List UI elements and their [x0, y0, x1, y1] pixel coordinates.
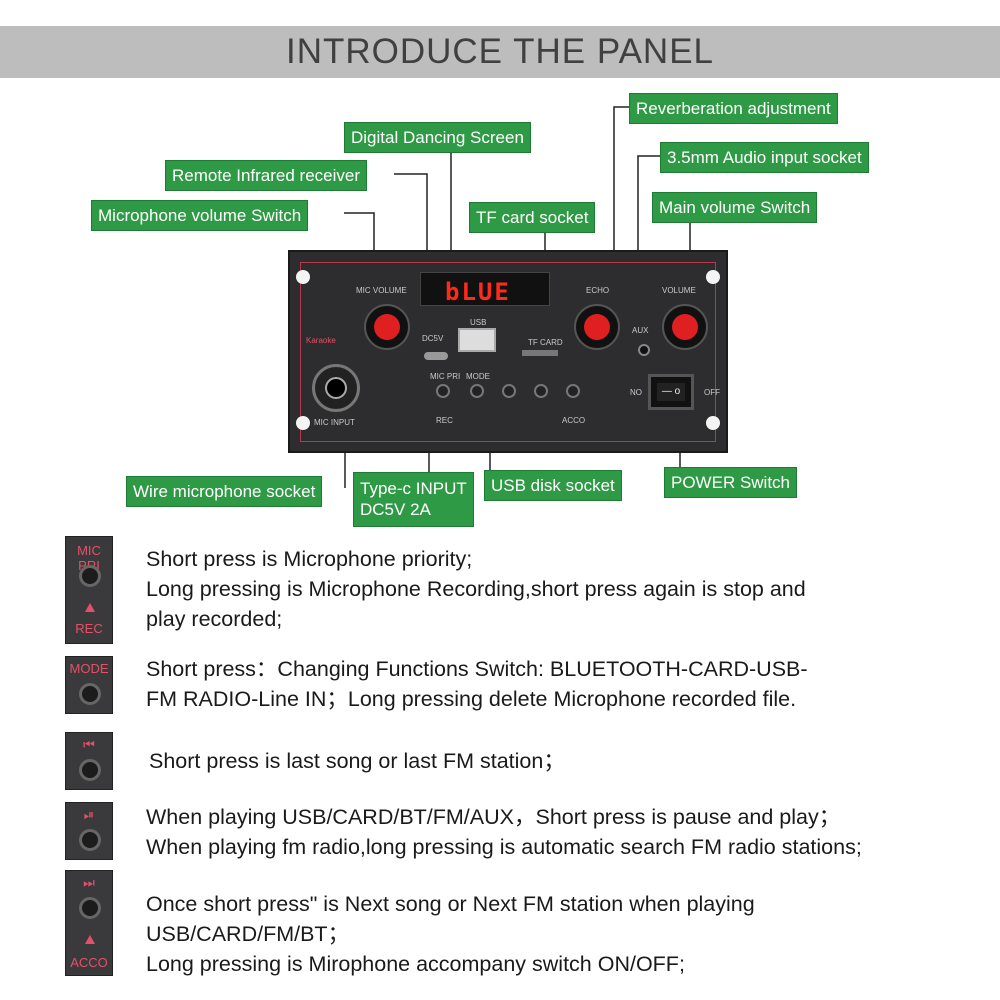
desc-line: play recorded;	[146, 607, 283, 631]
power-switch[interactable]: — o	[648, 374, 694, 410]
callout-typec-line1: Type-c INPUT	[360, 479, 467, 498]
mic-input-jack[interactable]	[312, 364, 360, 412]
icon-bottom-label: REC	[75, 621, 103, 636]
mode-label: MODE	[466, 372, 490, 381]
callout-audio-socket: 3.5mm Audio input socket	[660, 142, 869, 173]
callout-reverberation: Reverberation adjustment	[629, 93, 838, 124]
previous-icon: ⏮	[65, 732, 113, 790]
tf-card-slot[interactable]	[522, 350, 558, 356]
power-rocker: — o	[657, 383, 685, 401]
amplifier-panel: bLUE MIC VOLUME Karaoke DC5V USB TF CARD…	[288, 250, 728, 453]
mic-volume-knob[interactable]	[364, 304, 410, 350]
legend-desc-play-pause: When playing USB/CARD/BT/FM/AUX，Short pr…	[146, 802, 862, 862]
icon-bottom-label: ACCO	[70, 955, 108, 970]
header-banner: INTRODUCE THE PANEL	[0, 26, 1000, 78]
usb-label: USB	[470, 318, 487, 327]
usb-port[interactable]	[458, 328, 496, 352]
display-text: bLUE	[445, 278, 511, 306]
mount-hole	[296, 416, 310, 430]
callout-tf-socket: TF card socket	[469, 202, 596, 233]
icon-top-label: ⏮	[83, 737, 95, 752]
desc-line: Once short press" is Next song or Next F…	[146, 892, 755, 916]
legend-desc-next: Once short press" is Next song or Next F…	[146, 889, 755, 979]
desc-line: Short press is last song or last FM stat…	[149, 749, 565, 773]
legend-desc-mode: Short press：Changing Functions Switch: B…	[146, 654, 808, 714]
callout-wire-mic: Wire microphone socket	[126, 476, 323, 507]
desc-line: Short press is Microphone priority;	[146, 547, 473, 571]
mic-pri-rec-icon: MIC PRI REC	[65, 536, 113, 644]
karaoke-logo: Karaoke	[306, 336, 336, 345]
mount-hole	[706, 270, 720, 284]
mode-button[interactable]	[470, 384, 484, 398]
desc-line: USB/CARD/FM/BT；	[146, 922, 350, 946]
mode-icon: MODE	[65, 656, 113, 714]
mount-hole	[706, 416, 720, 430]
on-label: NO	[630, 388, 642, 397]
acco-label: ACCO	[562, 416, 586, 425]
desc-line: Long pressing is Microphone Recording,sh…	[146, 577, 806, 601]
panel-border	[300, 262, 716, 442]
next-acco-icon: ⏭ ACCO	[65, 870, 113, 976]
dc5v-label: DC5V	[422, 334, 444, 343]
led-display: bLUE	[420, 272, 550, 306]
callout-main-volume: Main volume Switch	[652, 192, 818, 223]
icon-top-label: ⏭	[83, 875, 95, 890]
tf-card-label: TF CARD	[528, 338, 563, 347]
play-pause-button[interactable]	[534, 384, 548, 398]
legend-desc-previous: Short press is last song or last FM stat…	[149, 746, 565, 776]
rec-label: REC	[436, 416, 453, 425]
callout-remote-ir: Remote Infrared receiver	[165, 160, 368, 191]
callout-typec-line2: DC5V 2A	[360, 500, 431, 520]
echo-label: ECHO	[586, 286, 610, 295]
callout-usb-disk: USB disk socket	[484, 470, 622, 501]
typec-port[interactable]	[424, 352, 448, 360]
callout-power-switch: POWER Switch	[664, 467, 798, 498]
aux-jack[interactable]	[638, 344, 650, 356]
play-pause-icon: ⏯	[65, 802, 113, 860]
mic-input-label: MIC INPUT	[314, 418, 355, 427]
icon-top-label: ⏯	[83, 807, 95, 822]
legend-desc-mic-pri: Short press is Microphone priority; Long…	[146, 544, 806, 634]
mount-hole	[296, 270, 310, 284]
callout-typec: Type-c INPUT DC5V 2A	[353, 472, 474, 527]
desc-line: Short press：Changing Functions Switch: B…	[146, 657, 808, 681]
desc-line: When playing fm radio,long pressing is a…	[146, 835, 862, 859]
volume-label: VOLUME	[662, 286, 696, 295]
desc-line: FM RADIO-Line IN；Long pressing delete Mi…	[146, 687, 797, 711]
mic-pri-label: MIC PRI	[430, 372, 461, 381]
off-label: OFF	[704, 388, 720, 397]
desc-line: When playing USB/CARD/BT/FM/AUX，Short pr…	[146, 805, 841, 829]
aux-label: AUX	[632, 326, 649, 335]
echo-knob[interactable]	[574, 304, 620, 350]
page-title: INTRODUCE THE PANEL	[285, 32, 715, 71]
desc-line: Long pressing is Mirophone accompany swi…	[146, 952, 685, 976]
mic-pri-button[interactable]	[436, 384, 450, 398]
callout-mic-volume: Microphone volume Switch	[91, 200, 309, 231]
callout-digital-screen: Digital Dancing Screen	[344, 122, 531, 153]
next-button[interactable]	[566, 384, 580, 398]
mic-volume-label: MIC VOLUME	[356, 286, 407, 295]
icon-top-label: MODE	[69, 661, 109, 676]
main-volume-knob[interactable]	[662, 304, 708, 350]
previous-button[interactable]	[502, 384, 516, 398]
